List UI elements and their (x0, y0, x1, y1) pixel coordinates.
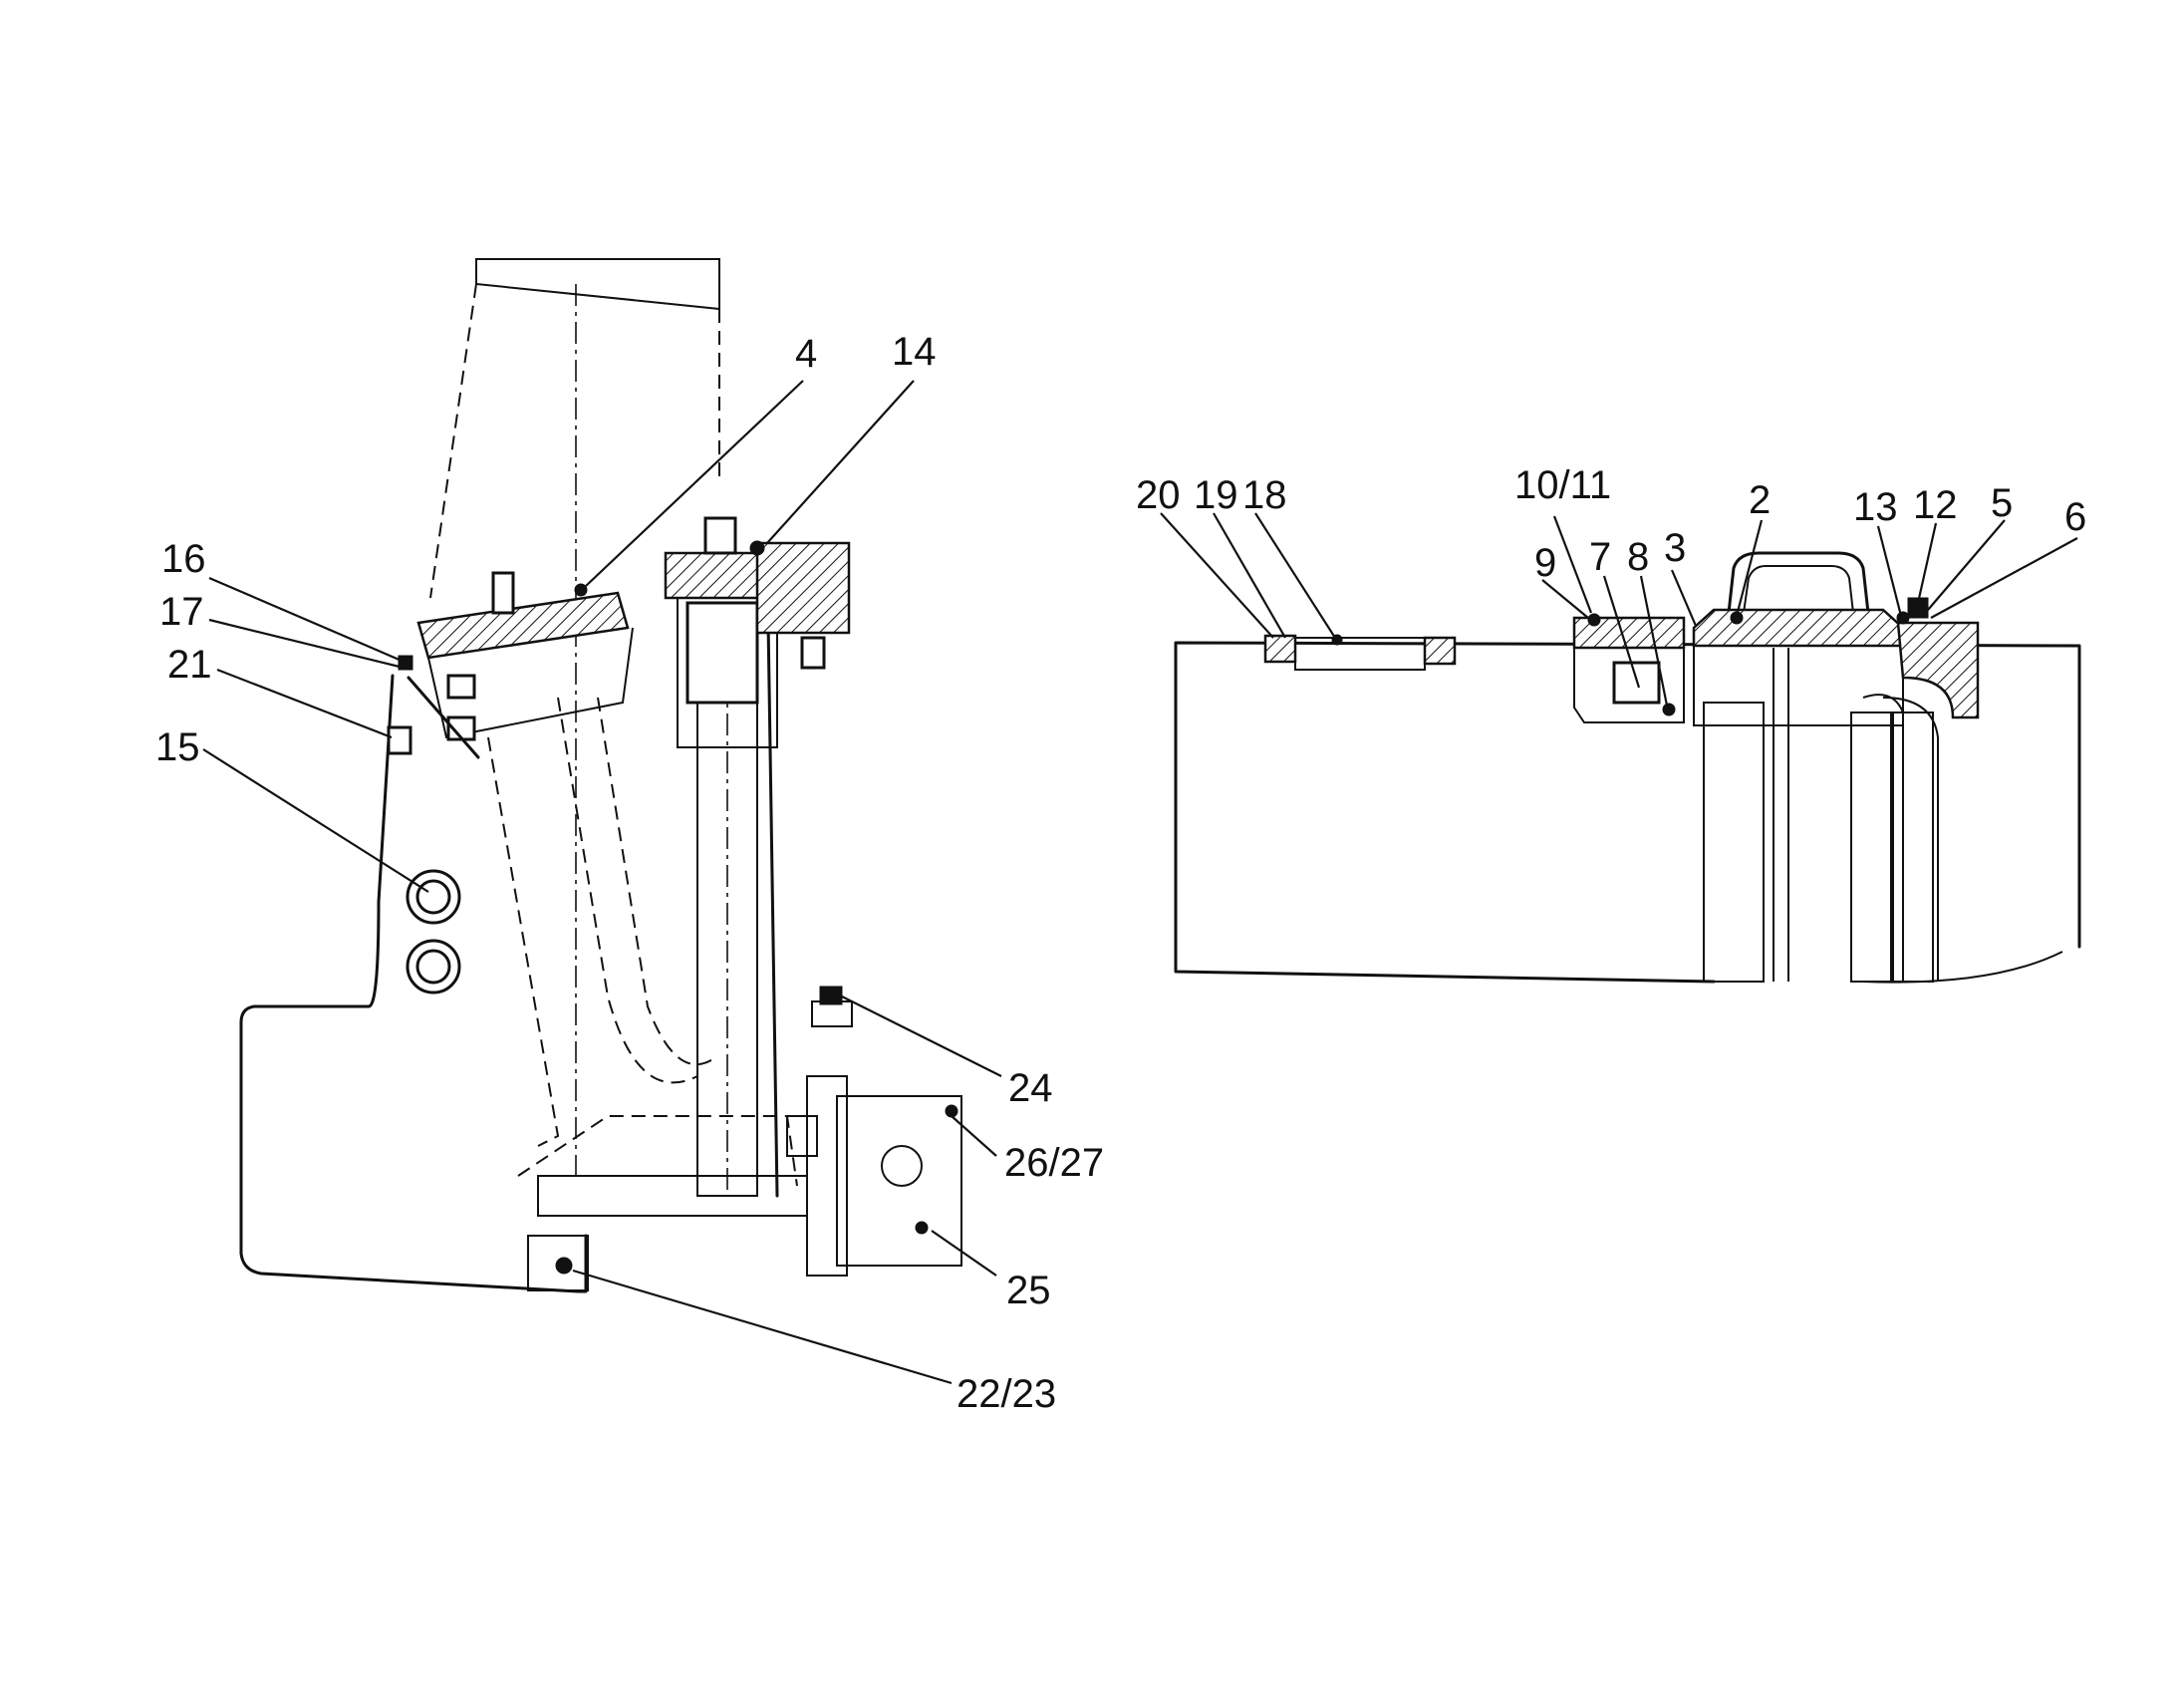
hopper-internal-left (487, 736, 560, 1147)
seal-dot-26 (945, 1104, 958, 1118)
lid-plate (416, 591, 630, 660)
callout-24: 24 (1008, 1066, 1053, 1110)
callout-7: 7 (1589, 535, 1611, 579)
motor-coupling (786, 1115, 818, 1157)
seal-dot-4 (574, 583, 588, 597)
seal-dot-25 (915, 1221, 929, 1235)
seal-dot-22 (555, 1257, 573, 1275)
callout-16: 16 (161, 537, 206, 581)
left-side-view (239, 258, 962, 1293)
main-cover (1692, 608, 1905, 648)
callout-25: 25 (1006, 1269, 1051, 1312)
filter-bolt (703, 516, 737, 555)
main-cover-handle-inner (1743, 565, 1854, 614)
callout-5: 5 (1991, 481, 2013, 525)
chute-outline (475, 258, 720, 311)
seal-dot-8 (1662, 703, 1676, 716)
seal-dot-14 (749, 540, 765, 556)
fill-pipe-elbow (1862, 694, 1939, 982)
callout-15: 15 (155, 725, 200, 769)
bottom-crosspiece (537, 1175, 808, 1217)
sight-glass-upper-outer (406, 869, 461, 925)
lid-body (427, 627, 634, 739)
riser-flange (1693, 645, 1904, 726)
tank-outline (1174, 641, 2081, 984)
callout-10-11: 10/11 (1514, 463, 1611, 507)
sight-glass-lower-outer (406, 939, 461, 995)
inspection-cover (1294, 637, 1426, 671)
hopper-internal-curve-2 (597, 697, 718, 1066)
main-cover-handle (1727, 551, 1870, 615)
lid-knob (491, 571, 515, 615)
riser-tube-far (1892, 711, 1934, 983)
inspection-cover-right-seal (1423, 636, 1457, 666)
callout-12: 12 (1913, 483, 1958, 527)
right-section-view (1174, 551, 2081, 984)
callout-13: 13 (1853, 485, 1898, 529)
motor-flange (806, 1075, 848, 1277)
callout-14: 14 (892, 330, 937, 374)
callout-18: 18 (1242, 473, 1287, 517)
latch-clip (387, 725, 412, 755)
inspection-cover-left-seal (1263, 634, 1297, 664)
callouts: 4 14 16 17 21 15 24 26/27 25 22/23 20 19… (155, 330, 2086, 1416)
seal-dot-13 (1896, 611, 1910, 625)
riser-pipe-left (1703, 702, 1765, 983)
filter-insert (685, 601, 759, 705)
callout-20: 20 (1136, 473, 1181, 517)
vent-valve (811, 1000, 853, 1027)
bottom-bracket (527, 1235, 589, 1291)
bracket-nut (800, 636, 826, 670)
vent-valve-head (819, 986, 843, 1005)
callout-8: 8 (1627, 535, 1649, 579)
left-leaders (202, 380, 1002, 1385)
callout-9: 9 (1534, 541, 1556, 585)
motor-box (836, 1095, 962, 1267)
housing-outline (239, 674, 588, 1293)
latch-nut-upper (446, 674, 476, 700)
callout-19: 19 (1194, 473, 1238, 517)
riser-pipe-right (1850, 711, 1892, 983)
sight-glass-upper-inner (415, 879, 451, 915)
hopper-internal-curve (557, 697, 698, 1084)
callout-17: 17 (159, 590, 204, 634)
callout-26-27: 26/27 (1004, 1141, 1104, 1185)
callout-6: 6 (2064, 495, 2086, 539)
chute-left-edge (429, 283, 477, 599)
motor-shaft (881, 1145, 923, 1187)
callout-3: 3 (1664, 526, 1686, 570)
bracket-block (755, 541, 851, 635)
callout-22-23: 22/23 (956, 1372, 1056, 1416)
seal-dot-9 (1587, 613, 1601, 627)
latch-rod (407, 676, 480, 759)
callout-2: 2 (1749, 478, 1771, 522)
fill-pipe-block (1896, 621, 1980, 719)
right-leaders (1160, 512, 2078, 707)
callout-4: 4 (795, 332, 817, 376)
callout-21: 21 (167, 643, 212, 687)
sight-glass-lower-inner (415, 949, 451, 985)
tube-wall (765, 556, 779, 1198)
